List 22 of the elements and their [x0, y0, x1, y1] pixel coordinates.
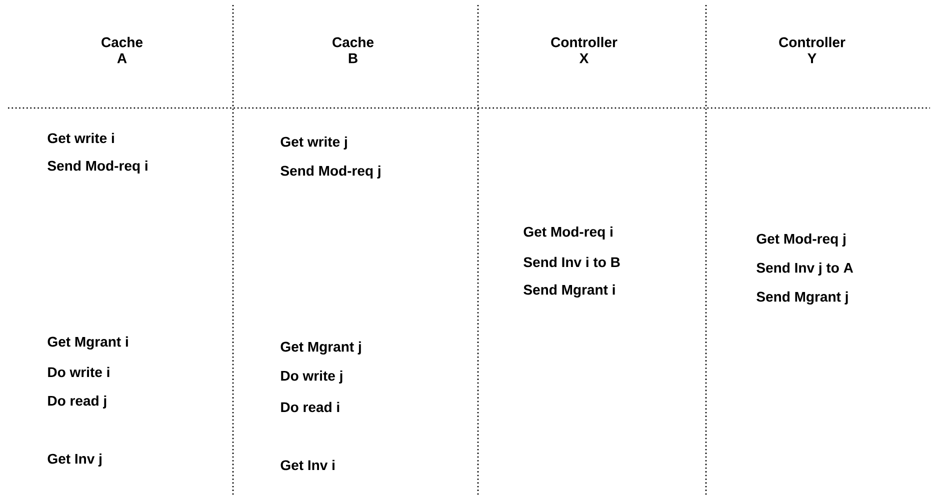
step-text: Get Inv j: [48, 453, 102, 466]
step-text: Do read i: [281, 402, 340, 412]
column-header: Cache B: [332, 36, 374, 64]
step-text: Get Mgrant j: [280, 341, 361, 355]
step-text: Do write i: [48, 366, 110, 378]
step-text: Get write j: [280, 136, 347, 150]
step-text: Send Mod-req j: [280, 165, 380, 178]
step-text: Do read j: [48, 395, 106, 408]
step-text: Send Inv i to B: [524, 256, 620, 268]
column-header: Cache A: [102, 36, 143, 64]
step-text: Send Inv j to A: [756, 262, 854, 276]
column-header: Controller X: [551, 36, 618, 64]
step-text: Get Inv i: [280, 460, 334, 470]
step-text: Send Mgrant i: [524, 284, 615, 298]
step-text: Do write j: [281, 370, 342, 384]
step-text: Get Mgrant i: [48, 336, 128, 350]
step-text: Send Mod-req i: [48, 160, 148, 174]
step-text: Get Mod-req j: [756, 233, 846, 246]
step-text: Get write i: [48, 132, 114, 144]
step-text: Send Mgrant j: [756, 291, 848, 305]
step-text: Get Mod-req i: [524, 226, 612, 240]
column-header: Controller Y: [779, 36, 846, 64]
